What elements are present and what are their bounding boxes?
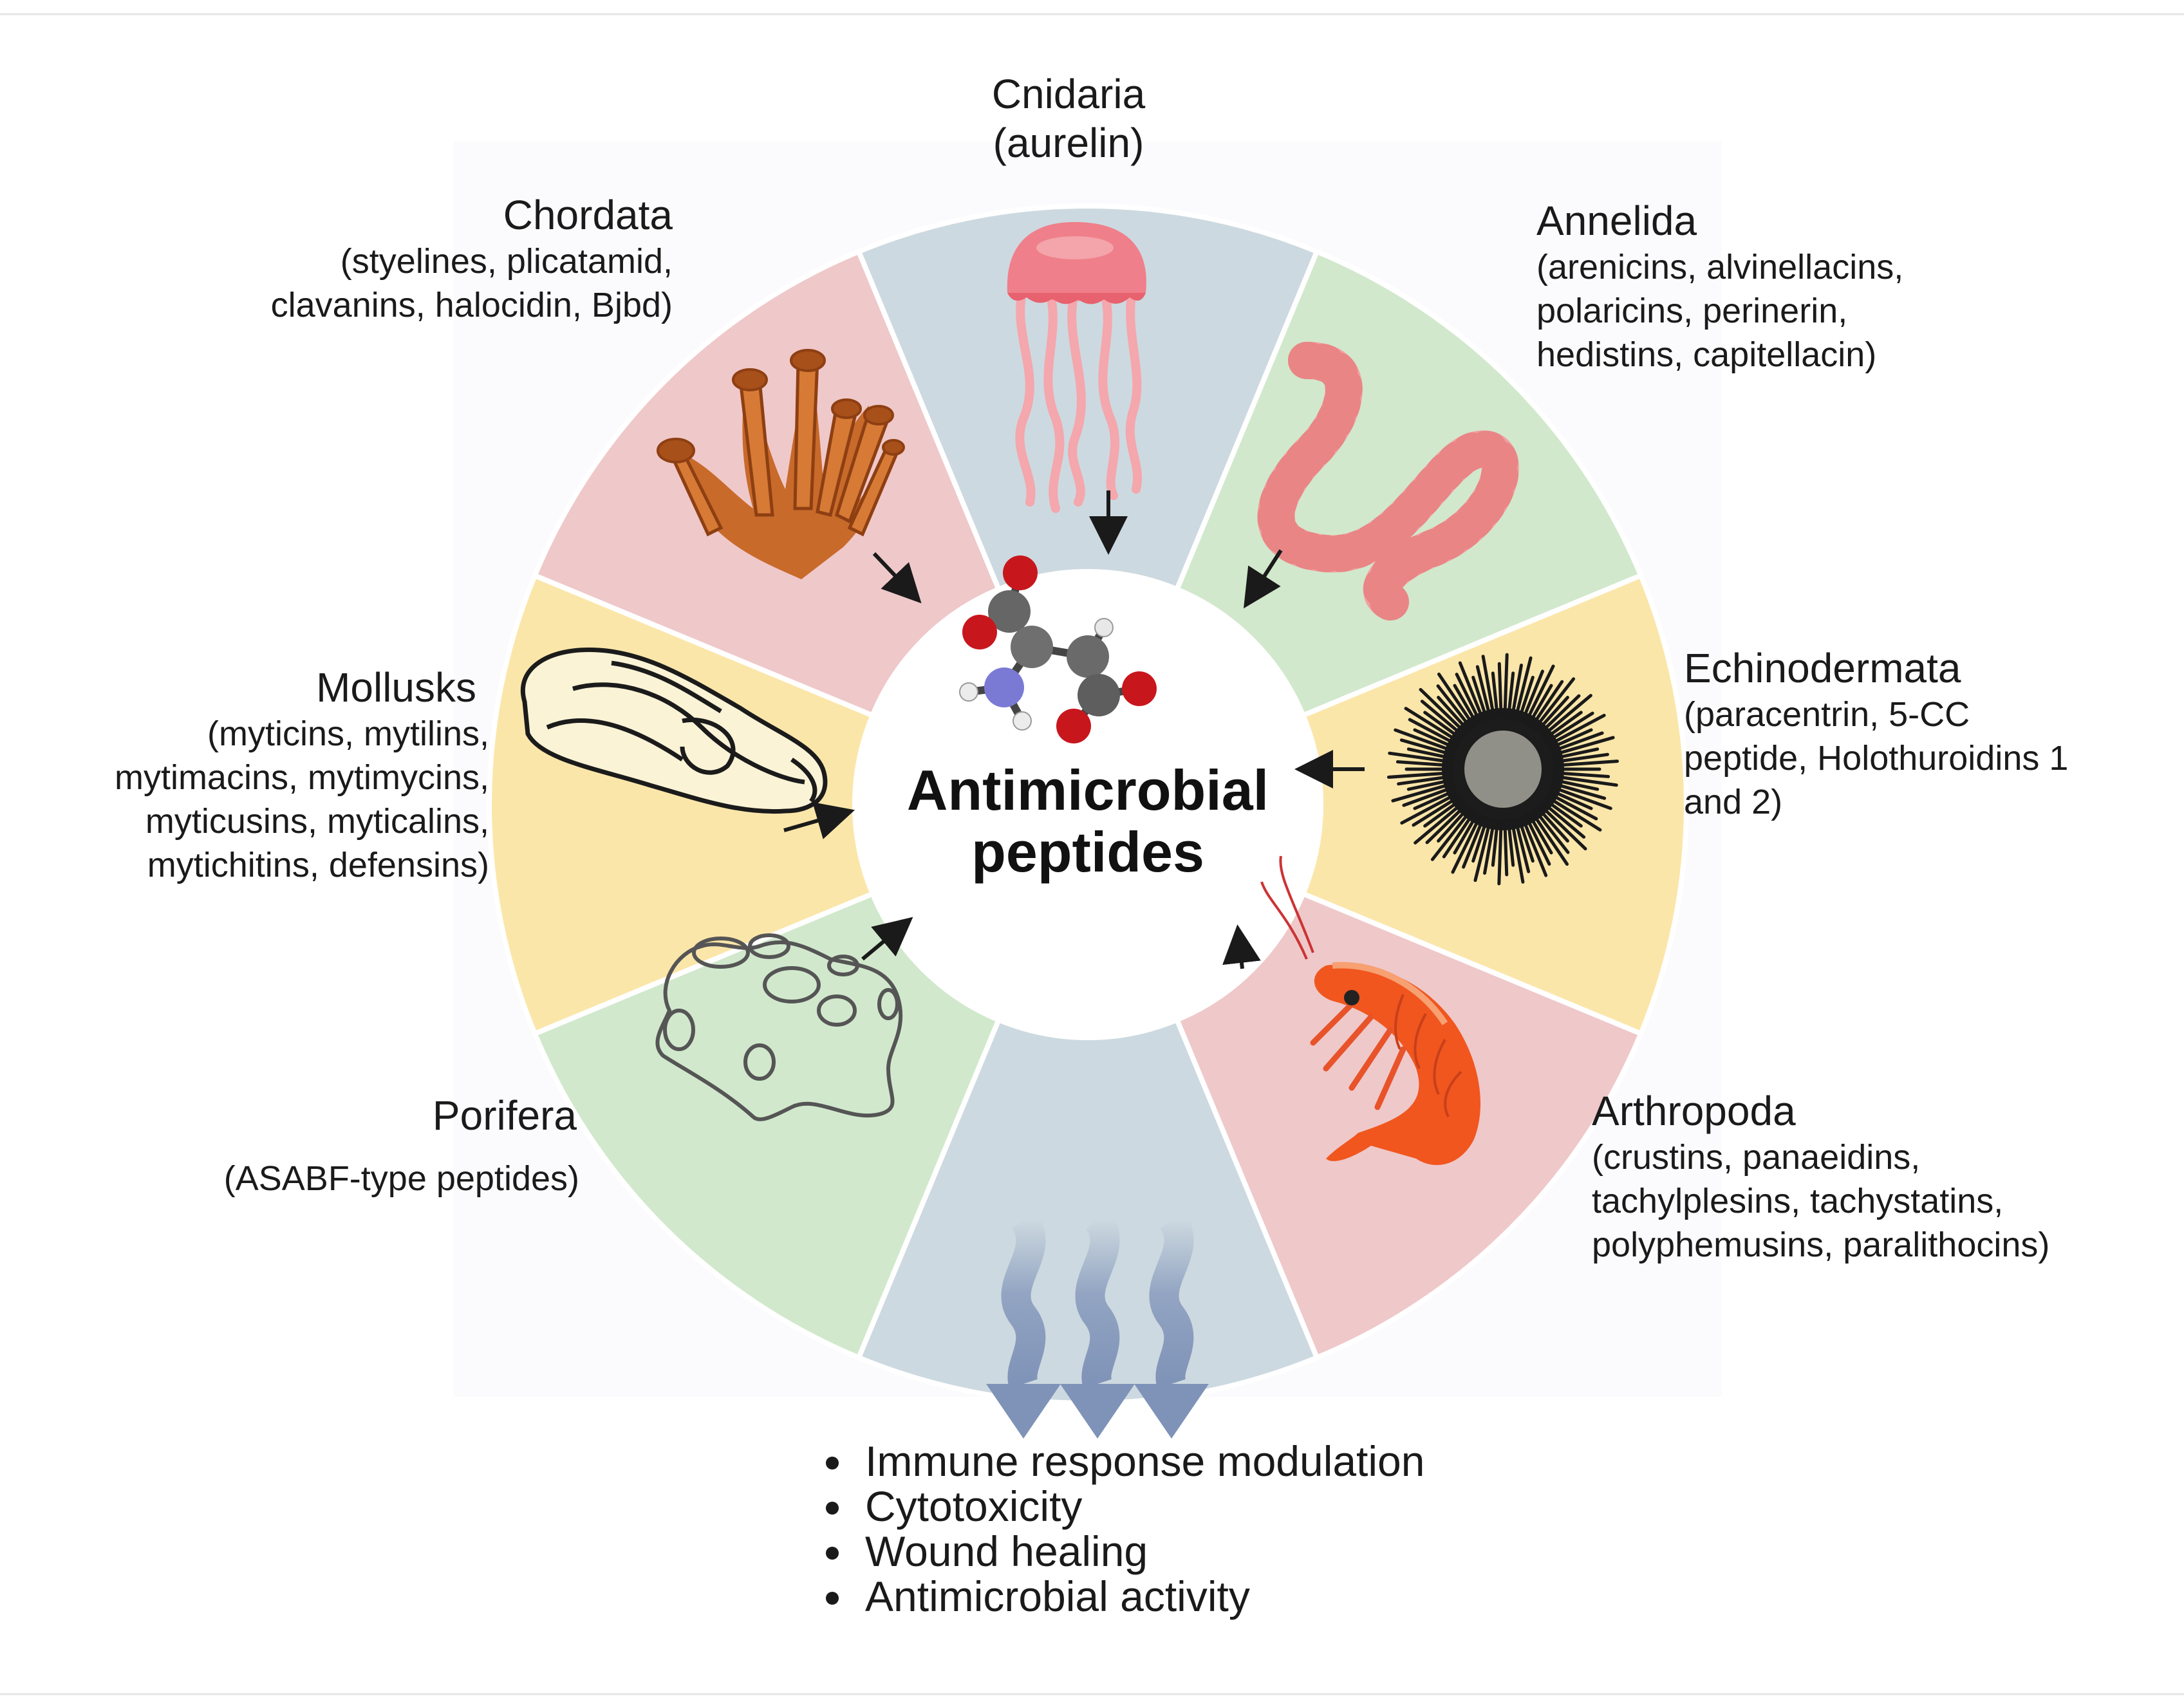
arthropoda-label: Arthropoda (crustins, panaeidins, tachyl… — [1592, 1087, 2049, 1267]
annelida-peptides: (arenicins, alvinellacins, polaricins, p… — [1536, 248, 1904, 374]
echinodermata-label: Echinodermata (paracentrin, 5-CC peptide… — [1684, 644, 2068, 824]
chordata-peptides: (styelines, plicatamid, clavanins, haloc… — [270, 242, 673, 324]
echinodermata-name: Echinodermata — [1684, 645, 1961, 691]
center-title-line1: Antimicrobial — [906, 758, 1269, 822]
effect-item: Wound healing — [856, 1529, 1424, 1574]
sea-urchin-icon — [1386, 653, 1619, 886]
cnidaria-label: Cnidaria (aurelin) — [933, 70, 1204, 167]
tube-coral-icon — [657, 349, 905, 579]
annelida-label: Annelida (arenicins, alvinellacins, pola… — [1536, 196, 1903, 377]
chordata-name: Chordata — [503, 192, 673, 238]
wavy-arrow-icon — [986, 1210, 1209, 1439]
mollusks-peptides: (myticins, mytilins, mytimacins, mytimyc… — [114, 714, 489, 884]
effect-item: Immune response modulation — [856, 1439, 1424, 1484]
mollusks-name: Mollusks — [316, 664, 476, 711]
molecule-icon — [959, 555, 1157, 743]
pointer-arrows — [783, 490, 1365, 969]
effect-item: Antimicrobial activity — [856, 1574, 1424, 1619]
effects-list: Immune response modulation Cytotoxicity … — [805, 1439, 1424, 1619]
annelida-name: Annelida — [1536, 198, 1697, 244]
center-title-line2: peptides — [971, 820, 1204, 884]
porifera-label: Porifera (ASABF-type peptides) — [142, 1091, 579, 1200]
shrimp-icon — [1260, 855, 1480, 1165]
worm-icon — [1257, 342, 1519, 620]
arthropoda-name: Arthropoda — [1592, 1088, 1796, 1134]
echinodermata-peptides: (paracentrin, 5-CC peptide, Holothuroidi… — [1684, 695, 2069, 821]
chordata-label: Chordata (styelines, plicatamid, clavani… — [219, 191, 673, 327]
cnidaria-peptides: (aurelin) — [993, 120, 1144, 166]
effect-item: Cytotoxicity — [856, 1484, 1424, 1529]
arthropoda-peptides: (crustins, panaeidins, tachylplesins, ta… — [1592, 1138, 2050, 1264]
sponge-icon — [655, 933, 903, 1121]
jellyfish-icon — [1007, 222, 1146, 513]
porifera-peptides: (ASABF-type peptides) — [223, 1159, 579, 1198]
cnidaria-name: Cnidaria — [991, 71, 1146, 117]
center-title: Antimicrobial peptides — [830, 760, 1345, 883]
porifera-name: Porifera — [432, 1092, 577, 1139]
oyster-icon — [520, 648, 828, 814]
mollusks-label: Mollusks (myticins, mytilins, mytimacins… — [64, 663, 489, 887]
